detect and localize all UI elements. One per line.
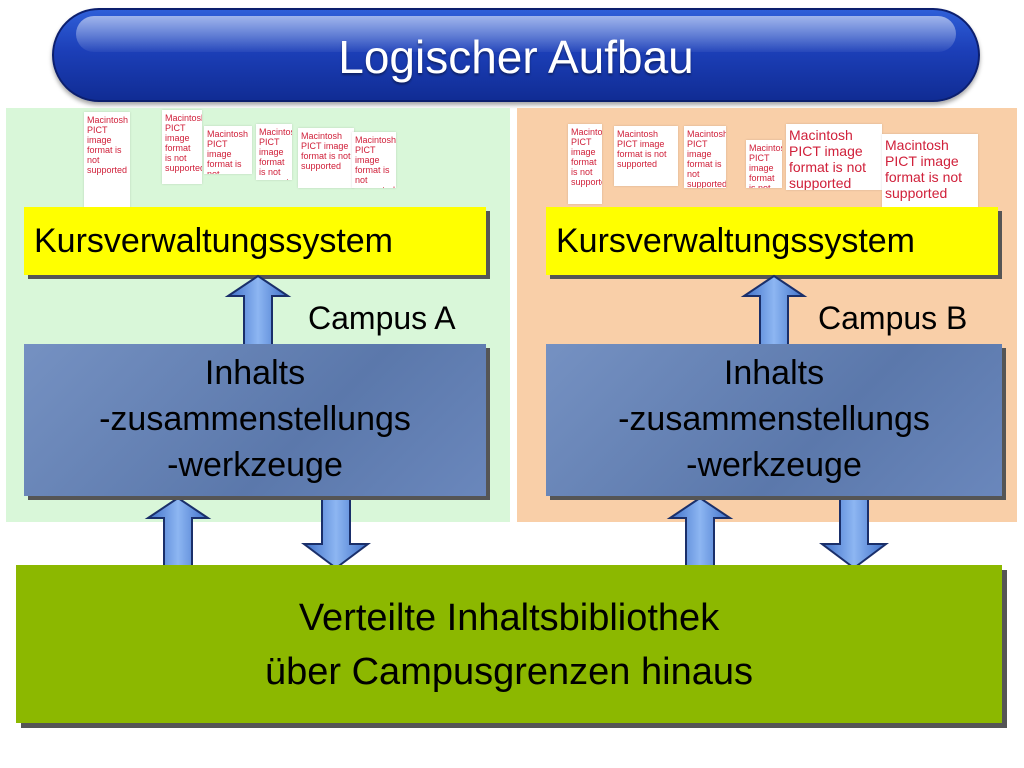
up-arrow-icon [740, 274, 808, 351]
tool-line: -werkzeuge [167, 446, 343, 484]
up-arrow-icon [666, 496, 734, 569]
image-placeholder: Macintosh PICT image format is not suppo… [746, 140, 782, 188]
campus-a-label: Campus A [308, 300, 456, 336]
course-management-system-b: Kursverwaltungssystem [546, 207, 998, 275]
down-arrow-icon [819, 497, 889, 570]
slide-title: Logischer Aufbau [338, 31, 694, 83]
library-line: Verteilte Inhaltsbibliothek [298, 597, 720, 639]
tool-line: Inhalts [204, 354, 306, 392]
image-placeholder: Macintosh PICT image format is not suppo… [352, 132, 396, 188]
down-arrow-icon [301, 497, 371, 570]
tool-line: -zusammenstellungs [618, 400, 930, 438]
image-placeholder: Macintosh PICT image format is not suppo… [614, 126, 678, 186]
image-placeholder: Macintosh PICT image format is not suppo… [162, 110, 202, 184]
image-placeholder: Macintosh PICT image format is not suppo… [786, 124, 882, 190]
image-placeholder: Macintosh PICT image format is not suppo… [568, 124, 602, 204]
tool-line: -werkzeuge [686, 446, 862, 484]
course-management-system-a: Kursverwaltungssystem [24, 207, 486, 275]
image-placeholder: Macintosh PICT image format is not suppo… [684, 126, 726, 188]
image-placeholder: Macintosh PICT image format is not suppo… [84, 112, 130, 212]
title-bar: Logischer Aufbau [52, 8, 980, 102]
distributed-content-library: Verteilte Inhaltsbibliothek über Campusg… [16, 565, 1002, 723]
content-composition-tools-a: Inhalts -zusammenstellungs -werkzeuge [24, 344, 486, 496]
up-arrow-icon [224, 274, 292, 351]
tool-line: Inhalts [723, 354, 825, 392]
campus-b-label: Campus B [818, 300, 968, 336]
tool-line: -zusammenstellungs [99, 400, 411, 438]
image-placeholder: Macintosh PICT image format is not suppo… [256, 124, 292, 180]
image-placeholder: Macintosh PICT image format is not suppo… [882, 134, 978, 216]
up-arrow-icon [144, 496, 212, 569]
library-line: über Campusgrenzen hinaus [265, 651, 753, 693]
image-placeholder: Macintosh PICT image format is not suppo… [204, 126, 252, 174]
image-placeholder: Macintosh PICT image format is not suppo… [298, 128, 354, 188]
content-composition-tools-b: Inhalts -zusammenstellungs -werkzeuge [546, 344, 1002, 496]
